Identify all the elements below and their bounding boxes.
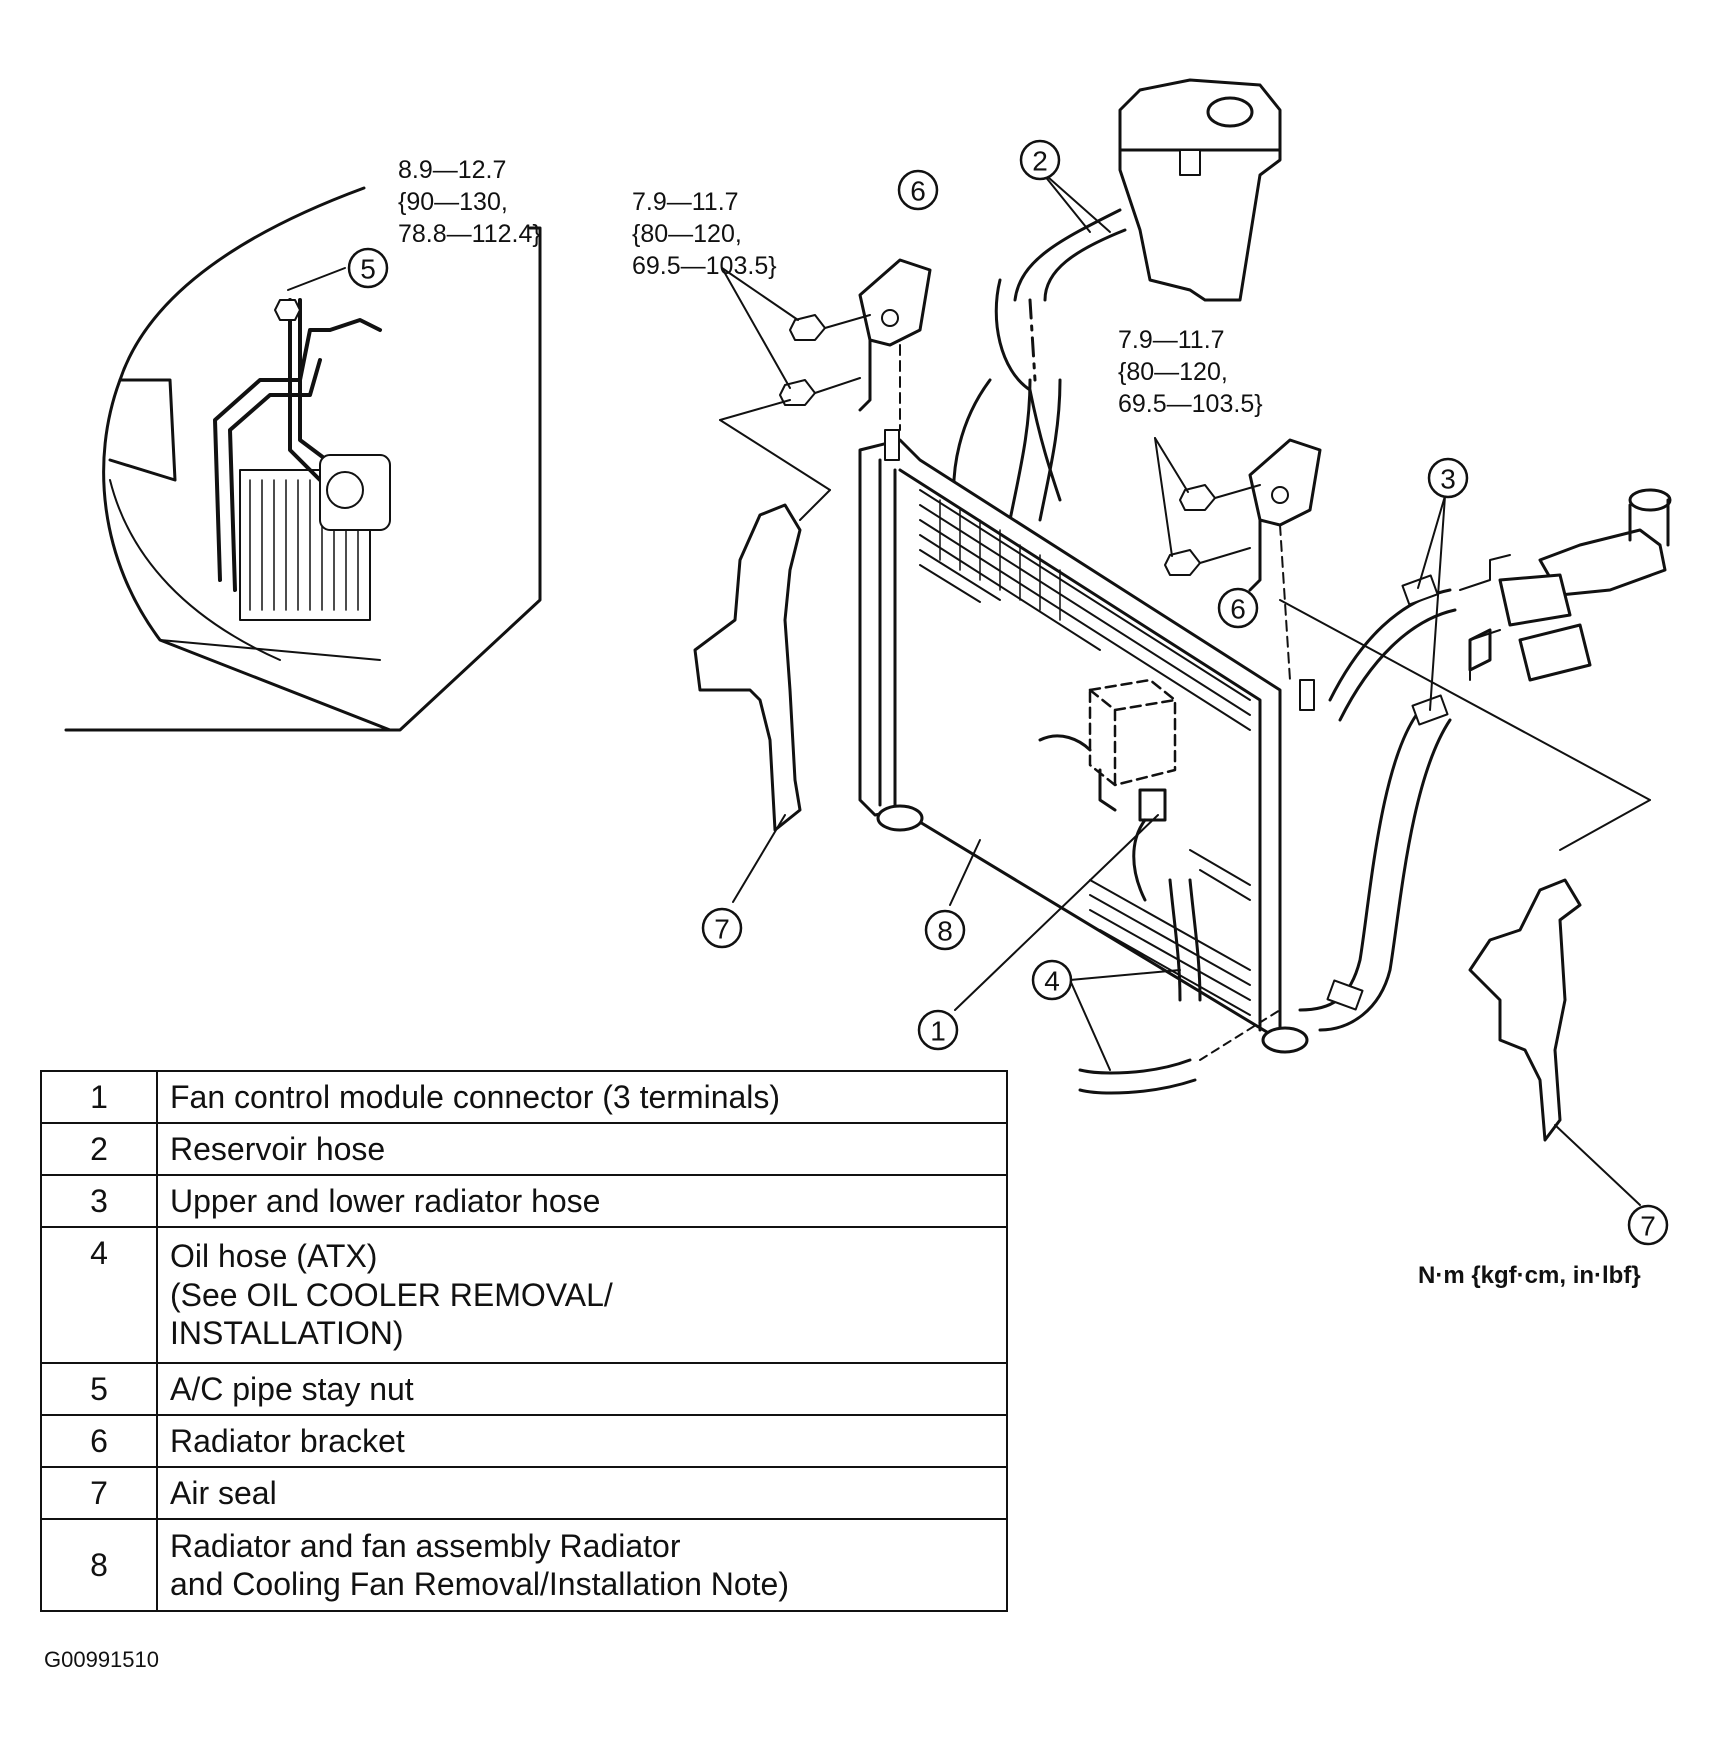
svg-text:1: 1 xyxy=(930,1016,946,1047)
legend-row: 2 Reservoir hose xyxy=(40,1122,1008,1176)
parts-legend-table: 1 Fan control module connector (3 termin… xyxy=(40,1070,1008,1612)
callout-6-upper: 6 xyxy=(897,169,939,211)
callout-7-right: 7 xyxy=(1627,1204,1669,1246)
legend-number: 8 xyxy=(40,1518,158,1612)
svg-text:7.9—11.7: 7.9—11.7 xyxy=(632,188,739,216)
radiator-hoses xyxy=(1298,488,1672,1032)
vehicle-front-inset xyxy=(64,186,542,732)
radiator-core-fins xyxy=(919,489,1251,1016)
svg-text:2: 2 xyxy=(1032,146,1048,177)
torque-spec-ac-pipe-nut: 8.9—12.7 {90—130, 78.8—112.4} xyxy=(398,156,541,248)
reservoir-hose xyxy=(952,169,1127,522)
svg-text:8.9—12.7: 8.9—12.7 xyxy=(398,156,506,184)
legend-row: 6 Radiator bracket xyxy=(40,1414,1008,1468)
legend-row: 7 Air seal xyxy=(40,1466,1008,1520)
callout-1: 1 xyxy=(917,1009,959,1051)
legend-number: 5 xyxy=(40,1362,158,1416)
leader-lines xyxy=(949,814,1159,1011)
svg-text:4: 4 xyxy=(1044,966,1060,997)
callout-5: 5 xyxy=(347,247,389,289)
legend-number: 4 xyxy=(40,1226,158,1364)
callout-4: 4 xyxy=(1031,959,1073,1001)
legend-number: 7 xyxy=(40,1466,158,1520)
svg-text:7: 7 xyxy=(714,914,730,945)
legend-description: Fan control module connector (3 terminal… xyxy=(156,1070,1008,1124)
legend-number: 3 xyxy=(40,1174,158,1228)
fan-control-module xyxy=(1038,678,1177,902)
legend-row: 4 Oil hose (ATX) (See OIL COOLER REMOVAL… xyxy=(40,1226,1008,1364)
legend-description: Radiator bracket xyxy=(156,1414,1008,1468)
svg-text:69.5—103.5}: 69.5—103.5} xyxy=(632,252,777,280)
legend-description: Radiator and fan assembly Radiator and C… xyxy=(156,1518,1008,1612)
svg-text:{80—120,: {80—120, xyxy=(632,220,742,248)
legend-number: 2 xyxy=(40,1122,158,1176)
legend-number: 6 xyxy=(40,1414,158,1468)
radiator-assembly xyxy=(858,429,1315,1054)
legend-description: A/C pipe stay nut xyxy=(156,1362,1008,1416)
legend-row: 1 Fan control module connector (3 termin… xyxy=(40,1070,1008,1124)
legend-description: Upper and lower radiator hose xyxy=(156,1174,1008,1228)
legend-description: Reservoir hose xyxy=(156,1122,1008,1176)
torque-spec-bracket-right: 7.9—11.7 {80—120, 69.5—103.5} xyxy=(1118,326,1263,418)
svg-text:5: 5 xyxy=(360,254,376,285)
figure-code: G00991510 xyxy=(44,1647,159,1672)
svg-text:3: 3 xyxy=(1440,464,1456,495)
svg-text:7.9—11.7: 7.9—11.7 xyxy=(1118,326,1225,354)
callout-6-right: 6 xyxy=(1217,587,1259,629)
legend-row: 5 A/C pipe stay nut xyxy=(40,1362,1008,1416)
svg-text:6: 6 xyxy=(910,176,926,207)
svg-text:7: 7 xyxy=(1640,1211,1656,1242)
svg-text:{80—120,: {80—120, xyxy=(1118,358,1228,386)
air-seal-left xyxy=(693,399,831,903)
svg-text:69.5—103.5}: 69.5—103.5} xyxy=(1118,390,1263,418)
svg-text:{90—130,: {90—130, xyxy=(398,188,508,216)
callout-8: 8 xyxy=(924,909,966,951)
svg-text:6: 6 xyxy=(1230,594,1246,625)
callout-3: 3 xyxy=(1427,457,1469,499)
torque-spec-bracket-upper: 7.9—11.7 {80—120, 69.5—103.5} xyxy=(632,188,777,280)
legend-description: Air seal xyxy=(156,1466,1008,1520)
torque-unit-label: N·m {kgf·cm, in·lbf} xyxy=(1418,1262,1641,1289)
callout-7-left: 7 xyxy=(701,907,743,949)
callout-2: 2 xyxy=(1019,139,1061,181)
radiator-bracket-left xyxy=(721,258,932,431)
svg-text:78.8—112.4}: 78.8—112.4} xyxy=(398,220,541,248)
radiator-bracket-right xyxy=(1154,437,1322,681)
legend-number: 1 xyxy=(40,1070,158,1124)
air-seal-right xyxy=(1279,599,1651,1206)
legend-description: Oil hose (ATX) (See OIL COOLER REMOVAL/ … xyxy=(156,1226,1008,1364)
legend-row: 3 Upper and lower radiator hose xyxy=(40,1174,1008,1228)
legend-row: 8 Radiator and fan assembly Radiator and… xyxy=(40,1518,1008,1612)
coolant-reservoir xyxy=(1118,78,1282,302)
svg-text:8: 8 xyxy=(937,916,953,947)
oil-hose xyxy=(1069,878,1281,1095)
